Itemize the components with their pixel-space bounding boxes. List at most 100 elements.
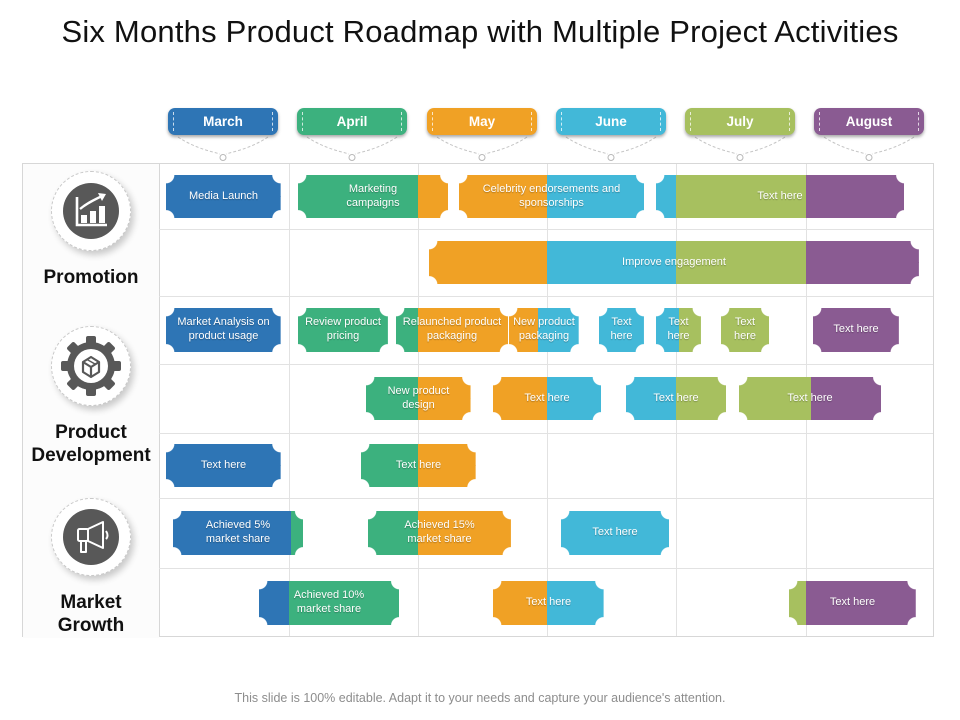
activity-bar-label: Review product pricing [305, 316, 381, 342]
activity-bar-segment [547, 581, 604, 625]
activity-bar[interactable]: Text here [361, 443, 476, 488]
activity-bar-segment [676, 376, 726, 421]
activity-bar-segment [547, 174, 644, 219]
activity-bar-segment [547, 240, 676, 285]
activity-bar-segment [418, 511, 511, 555]
activity-bar-label: Text here [653, 391, 699, 404]
activity-bar-label: Improve engagement [622, 255, 726, 268]
activity-bar[interactable]: New product packaging [509, 308, 579, 352]
gear-cube-icon [51, 326, 131, 407]
activity-bar[interactable]: Text here [721, 308, 769, 352]
activity-bar-segment [806, 174, 904, 219]
group-cell-product-development: Product Development [23, 296, 159, 498]
month-tab-june[interactable]: June [556, 108, 666, 162]
grid-line [159, 229, 933, 230]
activity-bar[interactable]: New product design [366, 376, 471, 421]
group-label: Market Growth [57, 592, 125, 637]
activity-bar-segment [361, 443, 418, 488]
month-tab-head[interactable]: July [685, 108, 795, 135]
activity-bar[interactable]: Text here [493, 581, 604, 625]
month-tab-label: March [203, 114, 243, 129]
activity-bar-segment [173, 511, 291, 555]
activity-bar[interactable]: Text here [493, 376, 601, 421]
activity-bar-segment [538, 308, 579, 352]
activity-bar-segment [811, 376, 881, 421]
page-title: Six Months Product Roadmap with Multiple… [61, 14, 899, 49]
activity-bar[interactable]: Relaunched product packaging [396, 308, 508, 352]
activity-bar-segment [166, 443, 281, 488]
month-tab-may[interactable]: May [427, 108, 537, 162]
activity-bar-segment [459, 174, 547, 219]
activity-bar-segment [418, 174, 448, 219]
month-tab-label: April [336, 114, 368, 129]
month-tab-head[interactable]: March [168, 108, 278, 135]
activity-bar[interactable]: Media Launch [166, 174, 281, 219]
activity-bar[interactable]: Celebrity endorsements and sponsorships [459, 174, 644, 219]
activity-bar[interactable]: Text here [656, 308, 701, 352]
timeline-row: New product design Text here Text here Text… [159, 364, 935, 433]
activity-bar-label: Text here [395, 458, 442, 471]
activity-bar[interactable]: Review product pricing [298, 308, 388, 352]
activity-bar[interactable]: Text here [739, 376, 881, 421]
activity-bar[interactable]: Improve engagement [429, 240, 919, 285]
month-tab-april[interactable]: April [297, 108, 407, 162]
activity-bar-segment [429, 240, 547, 285]
activity-bar-segment [509, 308, 538, 352]
activity-bar[interactable]: Text here [599, 308, 644, 352]
activity-bar-segment [291, 511, 303, 555]
bar-chart-growth-icon [51, 170, 131, 251]
activity-bar-label: Relaunched product packaging [402, 316, 502, 342]
activity-bar[interactable]: Text here [656, 174, 904, 219]
activity-bar-label: Marketing campaigns [346, 182, 400, 209]
activity-bar-segment [599, 308, 644, 352]
activity-bar[interactable]: Text here [789, 581, 916, 625]
activity-bar-segment [721, 308, 769, 352]
activity-bar-segment [493, 376, 547, 421]
footer-note: This slide is 100% editable. Adapt it to… [234, 691, 726, 705]
activity-bar[interactable]: Text here [813, 308, 899, 352]
month-tab-label: August [845, 114, 893, 129]
grid-line [159, 364, 933, 365]
activity-bar[interactable]: Achieved 5% market share [173, 511, 303, 555]
activity-bar-label: New product packaging [513, 316, 575, 342]
activity-bar-segment [418, 376, 471, 421]
month-tab-head[interactable]: April [297, 108, 407, 135]
month-tab-head[interactable]: May [427, 108, 537, 135]
activity-bar-label: Achieved 15% market share [404, 519, 475, 545]
activity-bar[interactable]: Marketing campaigns [298, 174, 448, 219]
month-tab-march[interactable]: March [168, 108, 278, 162]
activity-bar-segment [166, 174, 281, 219]
group-cell-market-growth: Market Growth [23, 498, 159, 638]
month-tab-head[interactable]: August [814, 108, 924, 135]
activity-bar-segment [493, 581, 547, 625]
activity-bar-segment [679, 308, 701, 352]
activity-bar-label: Achieved 5% market share [205, 519, 271, 545]
tab-tail-icon [177, 136, 269, 161]
timeline-row: Media Launch Marketing campaigns Celebrity… [159, 164, 935, 229]
activity-bar-segment [806, 240, 919, 285]
timeline-row: Achieved 10% market share Text here Text h… [159, 568, 935, 638]
activity-bar-label: Text here [200, 458, 247, 471]
activity-bar-segment [418, 308, 508, 352]
month-tab-august[interactable]: August [814, 108, 924, 162]
activity-bar[interactable]: Achieved 10% market share [259, 581, 399, 625]
grid-line [159, 433, 933, 434]
grid-line [159, 164, 160, 636]
activity-bar[interactable]: Achieved 15% market share [368, 511, 511, 555]
activity-bar[interactable]: Text here [561, 511, 669, 555]
tab-tail-icon [694, 136, 786, 161]
activity-bar[interactable]: Text here [166, 443, 281, 488]
activity-bar[interactable]: Text here [626, 376, 726, 421]
timeline-row: Market Analysis on product usage Review p… [159, 296, 935, 364]
grid-line [23, 498, 933, 499]
activity-bar[interactable]: Market Analysis on product usage [166, 308, 281, 352]
activity-bar-label: Text here [829, 596, 876, 609]
grid-line [23, 296, 933, 297]
month-tab-july[interactable]: July [685, 108, 795, 162]
activity-bar-label: Text here [833, 323, 879, 336]
month-tab-head[interactable]: June [556, 108, 666, 135]
activity-bar-segment [259, 581, 289, 625]
group-label: Product Development [31, 422, 151, 466]
activity-bar-segment [366, 376, 418, 421]
